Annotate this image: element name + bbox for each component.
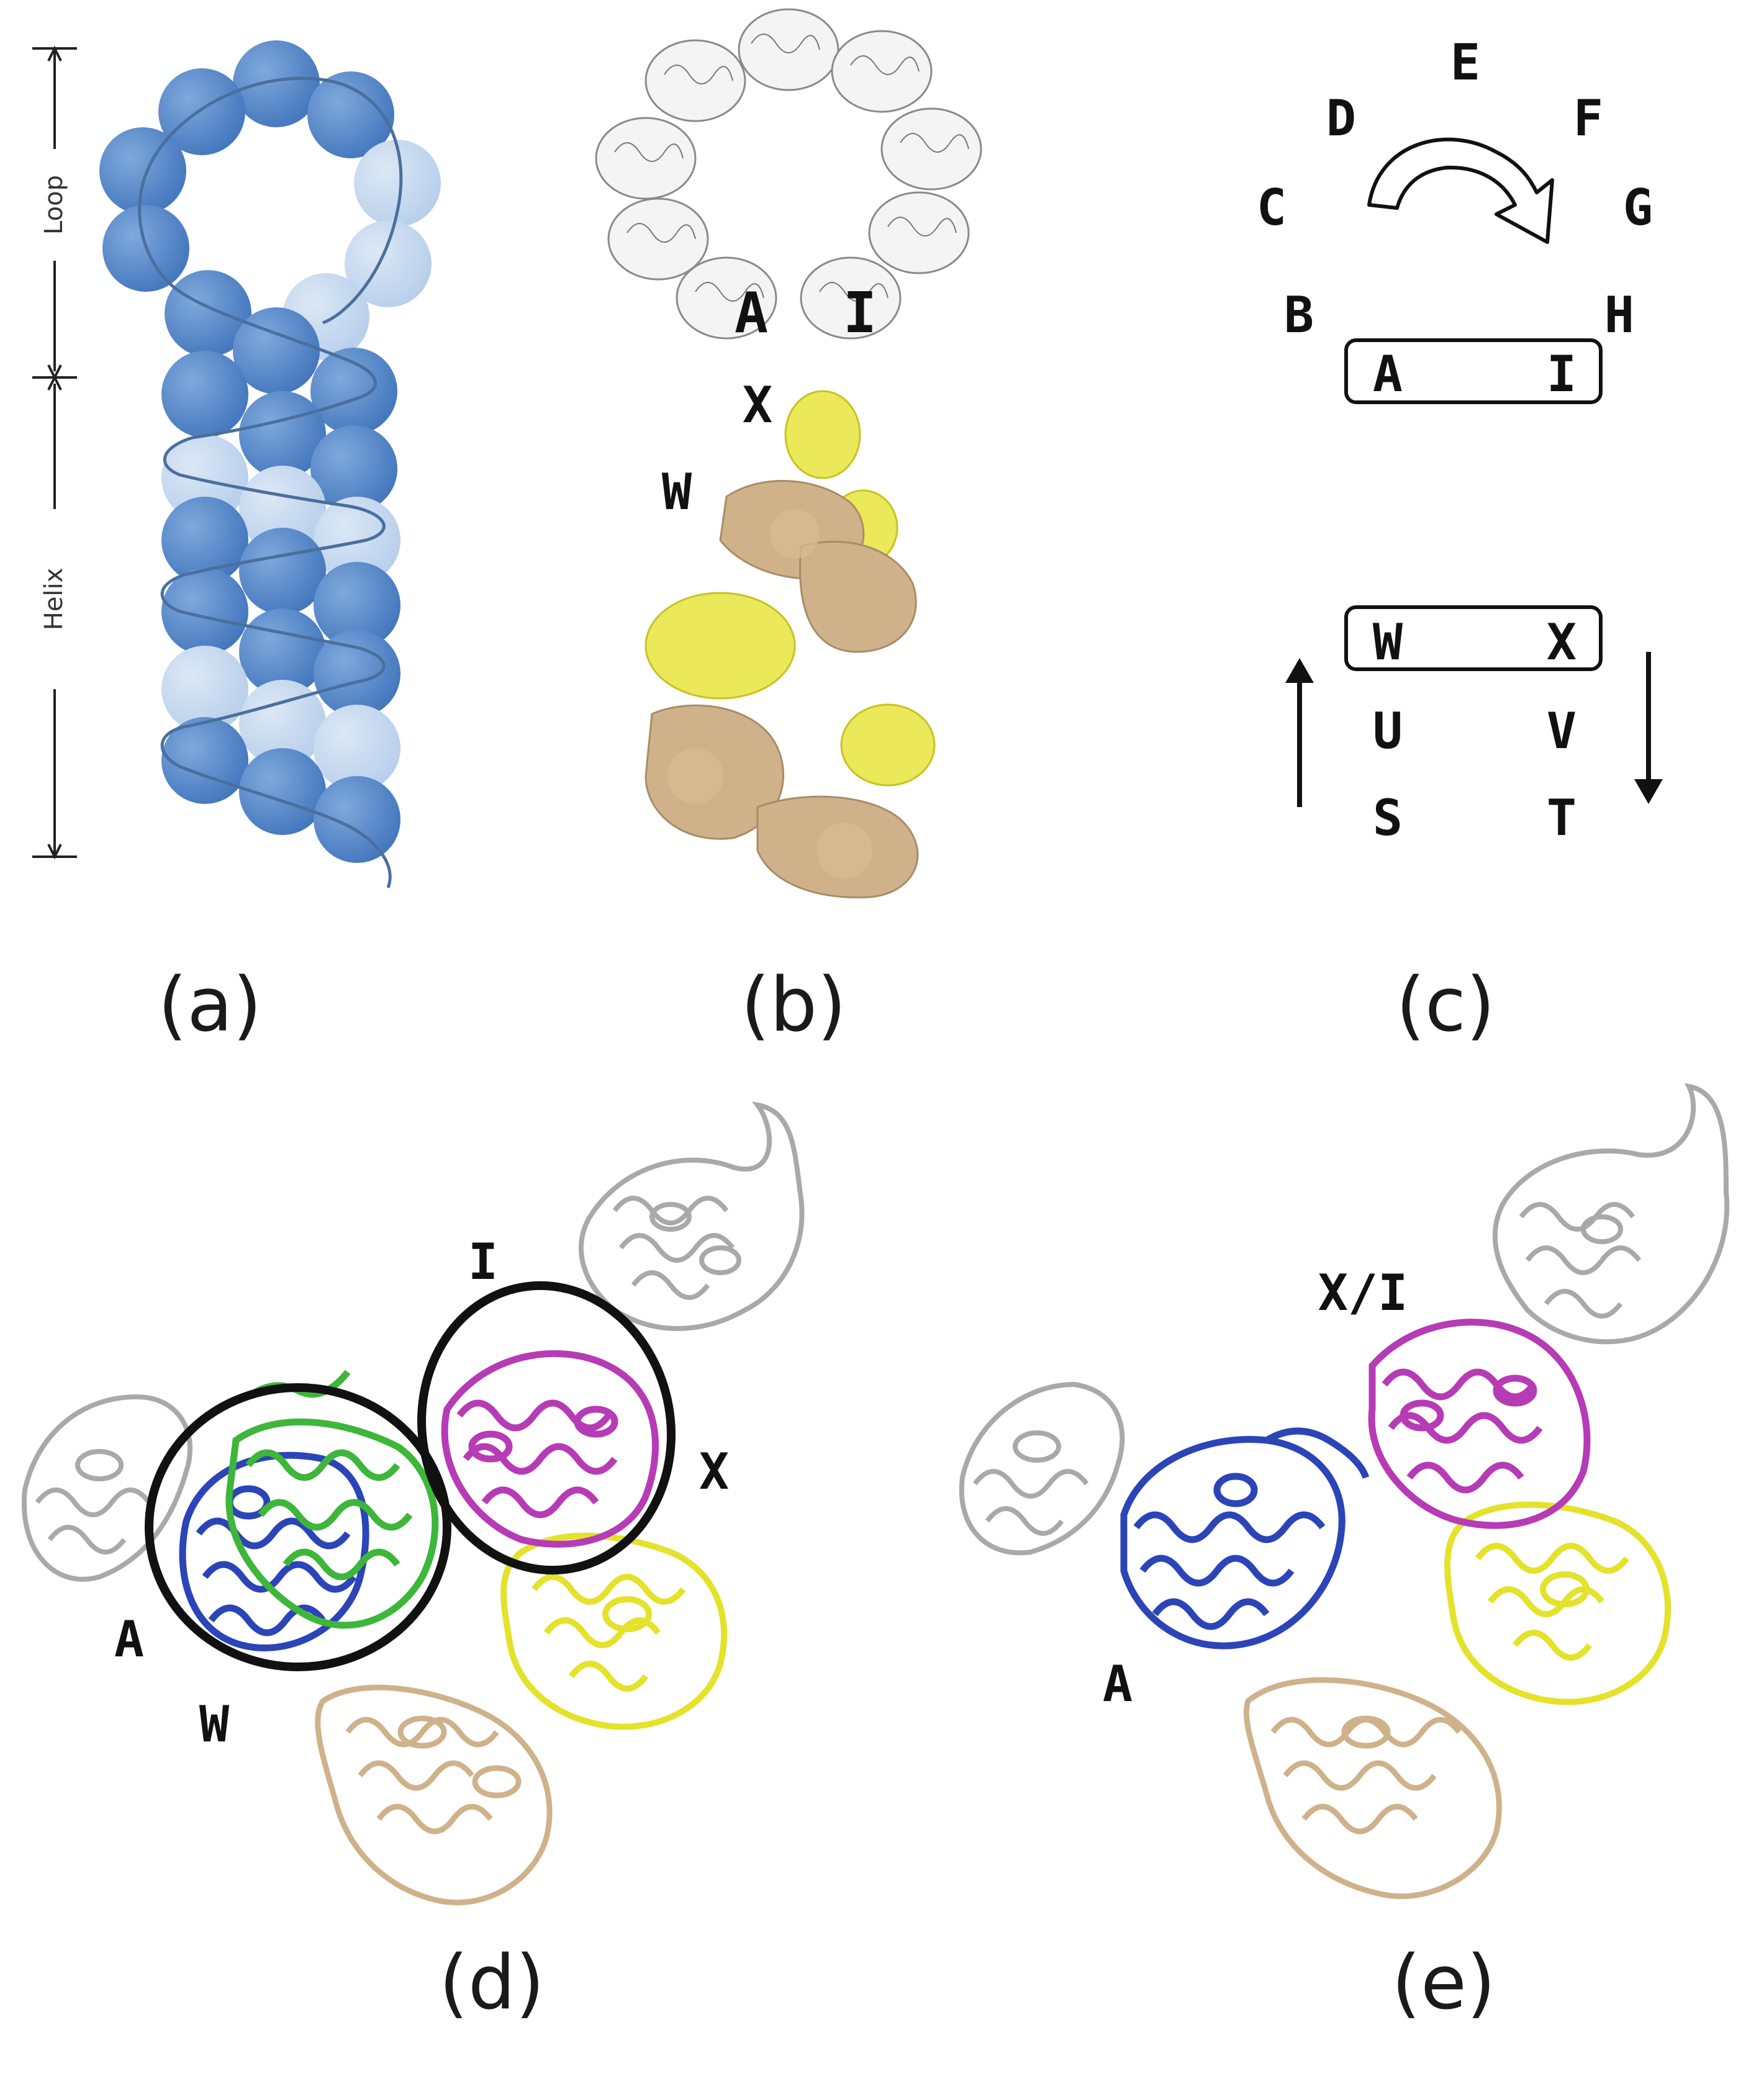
label-i: I <box>843 281 877 346</box>
label-a: A <box>735 281 768 346</box>
blue-subunit-e <box>1120 1427 1370 1650</box>
panel-e: X/I A (e) <box>959 1083 1730 2026</box>
panel-a: Loop Helix <box>32 40 441 1049</box>
bottom-pair-box <box>1344 605 1603 671</box>
highlight-circle-aw <box>145 1383 451 1671</box>
label-x: X <box>743 376 772 434</box>
bottom-box-w: W <box>1373 613 1403 671</box>
label-w: W <box>662 463 692 521</box>
top-box-a: A <box>1373 345 1403 403</box>
gray-subunit-upper <box>579 1101 805 1331</box>
panel-e-caption: (e) <box>1391 1940 1495 2026</box>
tan-subunit-e <box>1243 1677 1502 1899</box>
top-box-i: I <box>1547 345 1576 403</box>
panel-d: I X A W (d) <box>21 1101 805 2026</box>
ring-letter-d: D <box>1326 89 1356 147</box>
ring-of-monomers <box>595 8 982 340</box>
panel-c: B C D E F G H A I W X U V S T (c) <box>1257 34 1663 1049</box>
ring-letter-h: H <box>1604 286 1634 344</box>
panel-c-caption: (c) <box>1396 962 1495 1049</box>
backbone-strand <box>138 76 403 888</box>
label-d-a: A <box>114 1610 144 1668</box>
panel-a-caption: (a) <box>158 962 261 1049</box>
bottom-box-x: X <box>1547 613 1576 671</box>
letter-s: S <box>1373 789 1403 847</box>
dimension-bar <box>32 45 77 860</box>
magenta-subunit-e <box>1368 1319 1591 1529</box>
top-pair-box <box>1344 338 1603 404</box>
ring-letter-c: C <box>1257 179 1287 237</box>
label-e-a: A <box>1103 1655 1133 1713</box>
ring-letter-e: E <box>1450 34 1480 91</box>
panel-b-caption: (b) <box>741 962 846 1049</box>
helix-label: Helix <box>40 568 68 631</box>
yellow-subunit <box>500 1532 728 1730</box>
helix-spheres <box>99 40 441 863</box>
label-d-i: I <box>468 1233 498 1291</box>
gray-subunit-left-e <box>959 1381 1125 1556</box>
ring-letter-b: B <box>1284 286 1314 344</box>
rotation-arrow-icon <box>1367 137 1554 244</box>
gray-subunit-upper-e <box>1492 1083 1730 1345</box>
highlight-circle-ix <box>417 1281 676 1575</box>
down-arrow-icon <box>1634 652 1663 804</box>
label-d-x: X <box>699 1443 729 1501</box>
letter-u: U <box>1373 702 1403 760</box>
magenta-subunit <box>441 1350 659 1548</box>
loop-label: Loop <box>40 175 68 235</box>
letter-v: V <box>1547 702 1576 760</box>
gray-subunit-left <box>21 1394 193 1582</box>
tan-subunit <box>315 1684 553 1905</box>
up-arrow-icon <box>1285 658 1314 807</box>
filament-structure <box>645 390 936 899</box>
label-d-w: W <box>199 1695 230 1753</box>
yellow-subunit-e <box>1444 1501 1671 1705</box>
ring-letter-f: F <box>1573 89 1603 147</box>
label-e-xi: X/I <box>1318 1264 1408 1322</box>
panel-b: A I X W (b) <box>595 8 982 1049</box>
letter-t: T <box>1547 789 1576 847</box>
ring-letter-g: G <box>1623 179 1653 237</box>
blue-subunit <box>179 1451 369 1651</box>
panel-d-caption: (d) <box>439 1940 545 2026</box>
